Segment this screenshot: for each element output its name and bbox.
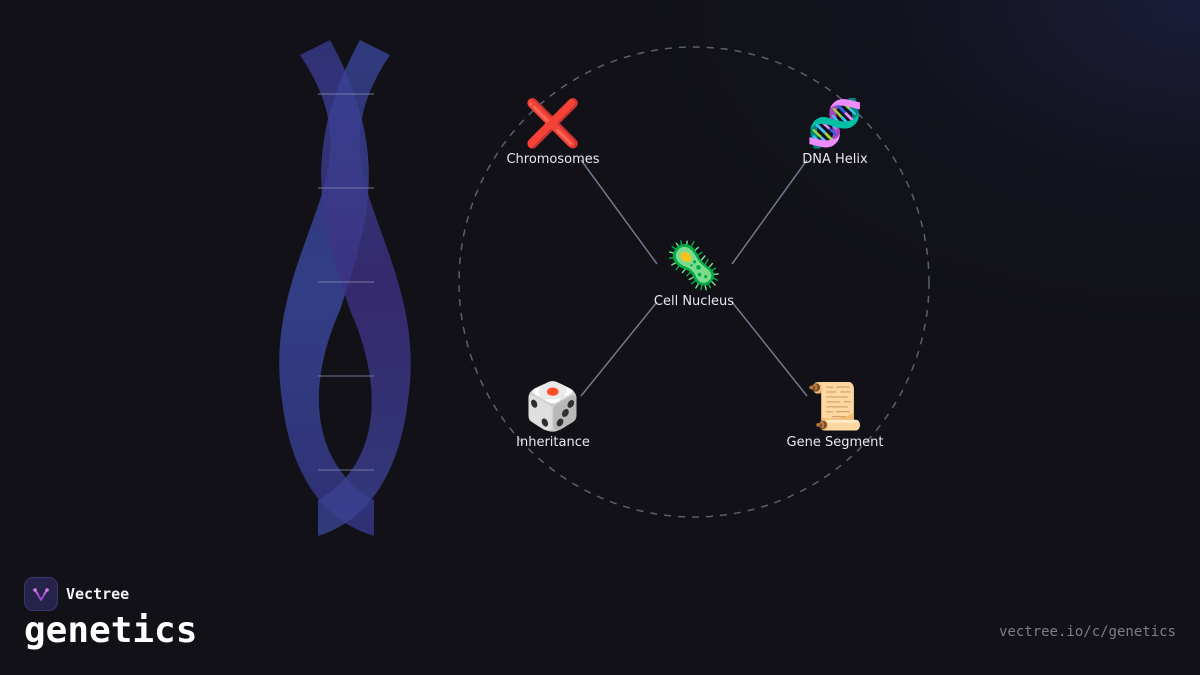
node-label: Chromosomes xyxy=(506,152,600,167)
connector-gene-segment xyxy=(731,301,808,397)
topic-title: genetics xyxy=(24,610,198,651)
node-chromosomes: ❌ Chromosomes xyxy=(483,96,623,167)
brand-name: Vectree xyxy=(66,585,130,603)
connector-chromosomes xyxy=(580,159,658,265)
dna-icon: 🧬 xyxy=(806,96,864,150)
scroll-icon: 📜 xyxy=(806,379,864,433)
node-label: DNA Helix xyxy=(802,152,868,167)
orbit-ring xyxy=(458,46,930,518)
connector-dna-helix xyxy=(731,159,808,265)
node-gene-segment: 📜 Gene Segment xyxy=(765,379,905,450)
node-label: Inheritance xyxy=(516,435,590,450)
connector-inheritance xyxy=(580,301,658,397)
helix-strand-b xyxy=(318,40,411,536)
center-node-cell-nucleus: 🦠 Cell Nucleus xyxy=(624,238,764,309)
dice-icon: 🎲 xyxy=(524,379,582,433)
cross-mark-icon: ❌ xyxy=(524,96,582,150)
microbe-icon: 🦠 xyxy=(665,238,723,292)
dna-helix-decoration xyxy=(279,40,411,536)
brand: Vectree xyxy=(24,577,129,611)
node-label: Cell Nucleus xyxy=(653,294,735,309)
page-url[interactable]: vectree.io/c/genetics xyxy=(998,624,1176,640)
vectree-logo-icon xyxy=(24,577,58,611)
node-inheritance: 🎲 Inheritance xyxy=(483,379,623,450)
node-label: Gene Segment xyxy=(786,435,884,450)
node-dna-helix: 🧬 DNA Helix xyxy=(765,96,905,167)
